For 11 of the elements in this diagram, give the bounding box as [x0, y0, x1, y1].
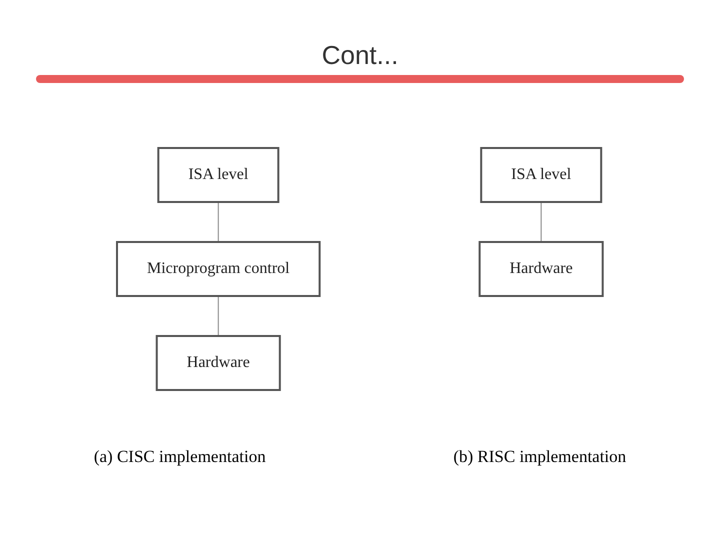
node-box: ISA level: [157, 147, 280, 203]
connector: [540, 202, 542, 242]
node-box: ISA level: [480, 147, 602, 203]
node-box: Microprogram control: [116, 241, 321, 297]
node-box: Hardware: [156, 335, 281, 391]
slide-title: Cont...: [320, 40, 400, 71]
diagram-caption: (b) RISC implementation: [453, 447, 626, 467]
connector: [218, 202, 219, 242]
diagram-caption: (a) CISC implementation: [94, 447, 266, 467]
connector: [218, 296, 219, 336]
node-box: Hardware: [478, 241, 604, 297]
